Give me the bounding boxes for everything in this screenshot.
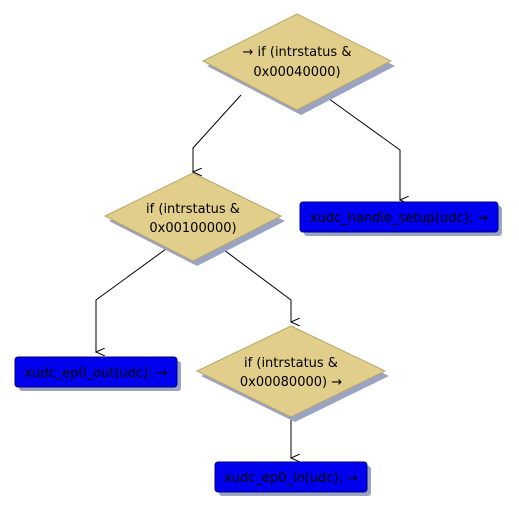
decision-setup-node: → if (intrstatus & 0x00040000) <box>201 13 395 115</box>
decision-out-node: if (intrstatus & 0x00100000) <box>103 172 285 266</box>
decision-setup-diamond <box>201 13 393 111</box>
action-ep0-out-label: xudc_ep0_out(udc); → <box>24 366 167 381</box>
decision-setup-line2: 0x00040000) <box>253 65 340 80</box>
decision-in-line1: if (intrstatus & <box>244 356 338 371</box>
decision-in-diamond <box>195 325 387 418</box>
decision-in-line2: 0x00080000) → <box>240 375 342 390</box>
action-ep0-out-node: xudc_ep0_out(udc); → <box>14 356 181 391</box>
action-ep0-out-box <box>14 356 178 388</box>
decision-out-line1: if (intrstatus & <box>146 202 240 217</box>
decision-setup-line1: → if (intrstatus & <box>243 45 352 60</box>
action-ep0-in-box <box>214 461 368 493</box>
edge-setup-to-handle-setup <box>324 95 400 200</box>
edges <box>96 94 400 458</box>
decision-out-diamond <box>103 172 283 262</box>
decision-out-line2: 0x00100000) <box>149 221 236 236</box>
action-handle-setup-node: xudc_handle_setup(udc); → <box>299 201 502 236</box>
action-handle-setup-box <box>299 201 499 233</box>
action-handle-setup-label: xudc_handle_setup(udc); → <box>310 211 488 226</box>
edge-out-to-in <box>219 246 291 322</box>
edge-out-to-ep0-out <box>96 248 167 352</box>
action-ep0-in-label: xudc_ep0_in(udc); → <box>224 471 358 486</box>
decision-in-node: if (intrstatus & 0x00080000) → <box>195 325 389 422</box>
edge-setup-to-out <box>193 94 242 172</box>
action-ep0-in-node: xudc_ep0_in(udc); → <box>214 461 371 496</box>
